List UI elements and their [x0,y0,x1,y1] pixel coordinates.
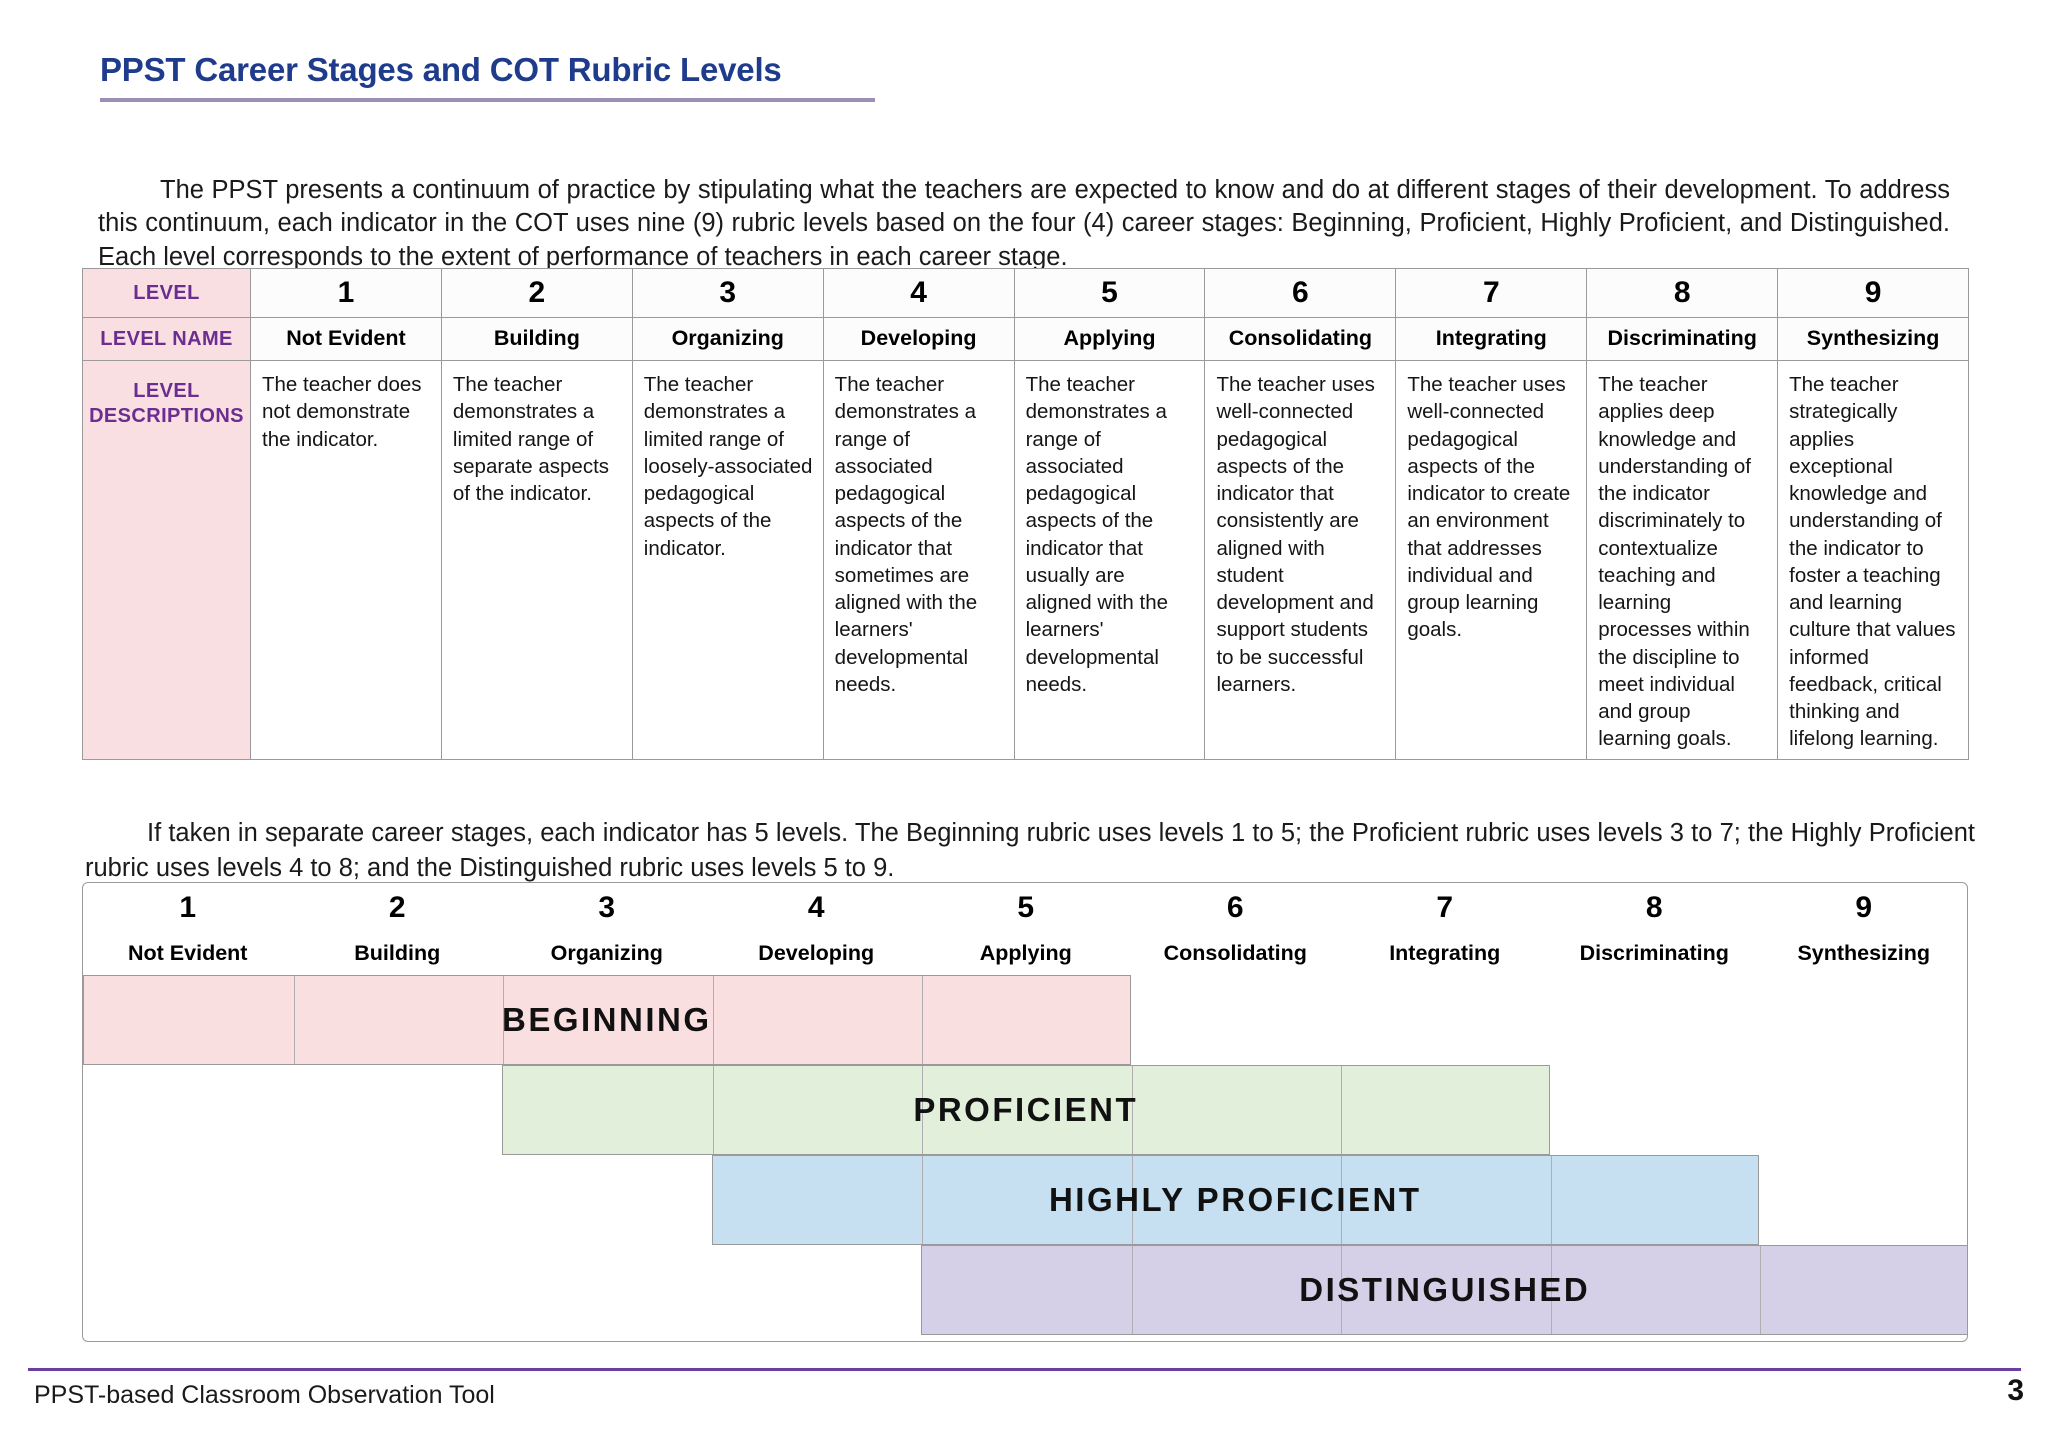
level-description-cell: The teacher demonstrates a limited range… [631,360,824,760]
row-header-line1: LEVEL [133,380,200,402]
career-stage-level-number: 2 [388,891,406,924]
level-number-cell: 1 [250,268,442,318]
level-description-cell: The teacher uses well-connected pedagogi… [1395,360,1588,760]
band-column-divider [1550,1156,1552,1244]
career-stage-level-number: 6 [1226,891,1244,924]
band-column-divider [1341,1066,1342,1154]
career-stage-level-name: Organizing [550,941,663,965]
band-column-divider [1341,1156,1342,1244]
band-column-divider [1131,1066,1133,1154]
career-stage-level-name: Building [354,941,441,965]
band-column-divider [1760,1246,1761,1334]
career-stage-band-label: BEGINNING [501,1001,712,1038]
level-name-cell: Discriminating [1586,317,1779,361]
level-number-cell: 5 [1013,268,1206,318]
band-column-divider [1131,1246,1133,1334]
career-stage-level-name: Consolidating [1163,941,1307,965]
level-description-cell: The teacher uses well-connected pedagogi… [1204,360,1397,760]
footer-label: PPST-based Classroom Observation Tool [34,1381,495,1409]
career-stage-level-number: 7 [1436,891,1454,924]
level-number-cell: 4 [822,268,1015,318]
level-description-cell: The teacher demonstrates a limited range… [440,360,633,760]
level-description-cell: The teacher does not demonstrate the ind… [250,360,442,760]
level-number-cell: 8 [1586,268,1779,318]
level-name-cell: Building [440,317,633,361]
footer-divider [28,1368,2021,1371]
intro-paragraph: The PPST presents a continuum of practic… [98,175,1950,272]
career-stage-level-number: 8 [1645,891,1663,924]
level-name-cell: Developing [822,317,1015,361]
career-stage-level-number: 9 [1855,891,1873,924]
table-row-level-descriptions: LEVEL DESCRIPTIONS The teacher does not … [82,360,1970,760]
level-name-cell: Consolidating [1204,317,1397,361]
band-column-divider [922,1066,923,1154]
career-stage-level-name: Applying [979,941,1072,965]
career-stage-paragraph: If taken in separate career stages, each… [85,818,1975,882]
band-column-divider [922,976,923,1064]
row-header-level-descriptions: LEVEL DESCRIPTIONS [82,360,251,760]
career-stage-bands: BEGINNING PROFICIENT HIGHLY PROFICIENT DIST… [83,975,1967,1340]
career-stage-level-name: Integrating [1389,941,1501,965]
table-row-level-name: LEVEL NAME Not Evident Building Organizi… [82,317,1970,361]
band-column-divider [1550,1246,1552,1334]
row-header-line2: DESCRIPTIONS [89,405,244,427]
career-stage-band: BEGINNING [83,975,1131,1065]
level-number-cell: 9 [1777,268,1970,318]
career-stage-band-label: HIGHLY PROFICIENT [1048,1181,1422,1218]
table-row-level: LEVEL 1 2 3 4 5 6 7 8 9 [82,268,1970,318]
page-number: 3 [2007,1374,2024,1407]
level-name-cell: Applying [1013,317,1206,361]
row-header-level-name: LEVEL NAME [82,317,251,361]
band-column-divider [293,976,295,1064]
career-stage-level-number: 4 [807,891,825,924]
title-underline-rule [100,98,875,103]
title-block: PPST Career Stages and COT Rubric Levels [100,51,900,103]
band-column-divider [712,976,714,1064]
level-description-cell: The teacher applies deep knowledge and u… [1586,360,1779,760]
career-stage-level-name: Developing [758,941,875,965]
row-header-level: LEVEL [82,268,251,318]
level-name-cell: Organizing [631,317,824,361]
career-stage-level-name: Not Evident [128,941,248,965]
level-name-cell: Integrating [1395,317,1588,361]
career-stage-level-number: 3 [598,891,616,924]
band-column-divider [712,1066,714,1154]
career-stage-level-number: 5 [1017,891,1035,924]
page-title: PPST Career Stages and COT Rubric Levels [100,51,782,88]
band-column-divider [1341,1246,1342,1334]
band-column-divider [1131,1156,1133,1244]
career-stage-level-name: Synthesizing [1797,941,1931,965]
band-column-divider [503,976,504,1064]
level-number-cell: 6 [1204,268,1397,318]
level-name-cell: Synthesizing [1777,317,1970,361]
career-stage-band: PROFICIENT [502,1065,1550,1155]
level-number-cell: 2 [440,268,633,318]
level-description-cell: The teacher strategically applies except… [1777,360,1970,760]
career-stage-band-label: PROFICIENT [913,1091,1139,1128]
career-stage-band: HIGHLY PROFICIENT [711,1155,1759,1245]
level-name-cell: Not Evident [250,317,442,361]
career-stage-level-name: Discriminating [1579,941,1729,965]
level-number-cell: 3 [631,268,824,318]
career-stage-level-number: 1 [179,891,197,924]
rubric-levels-table: LEVEL 1 2 3 4 5 6 7 8 9 LEVEL NAME Not E… [82,268,1970,760]
career-stage-band-label: DISTINGUISHED [1299,1271,1591,1308]
band-column-divider [922,1156,923,1244]
level-number-cell: 7 [1395,268,1588,318]
career-stage-band: DISTINGUISHED [921,1245,1967,1335]
level-description-cell: The teacher demonstrates a range of asso… [1013,360,1206,760]
level-description-cell: The teacher demonstrates a range of asso… [822,360,1015,760]
